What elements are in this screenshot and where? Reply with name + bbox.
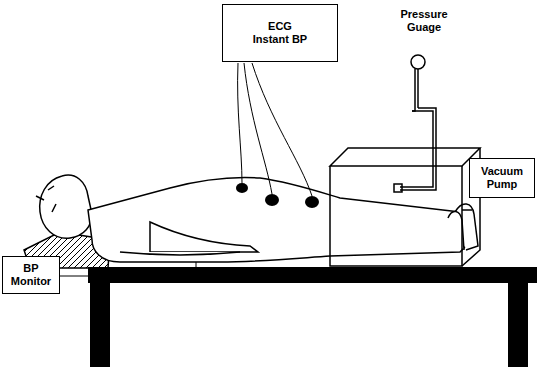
pump-hose [462,209,472,211]
pump-box: Vacuum Pump [469,158,535,198]
bp-cable [56,262,196,276]
box-text: Vacuum Pump [474,165,530,191]
part-label: Pressure Guage [398,8,450,34]
box-text: BP Monitor [7,262,55,288]
monitor-box: BP Monitor [2,256,60,294]
table-leg [508,283,528,367]
monitor-box: ECGInstant BP [222,4,338,62]
table-top [88,267,537,283]
ecg-electrode [236,183,319,208]
pressure-gauge [394,55,436,192]
patient [36,175,478,262]
box-text: Instant BP [223,33,337,46]
lbnp-chamber [330,148,480,266]
table-leg [90,283,110,367]
ecg-wire [238,63,312,196]
box-text: ECG [223,20,337,33]
